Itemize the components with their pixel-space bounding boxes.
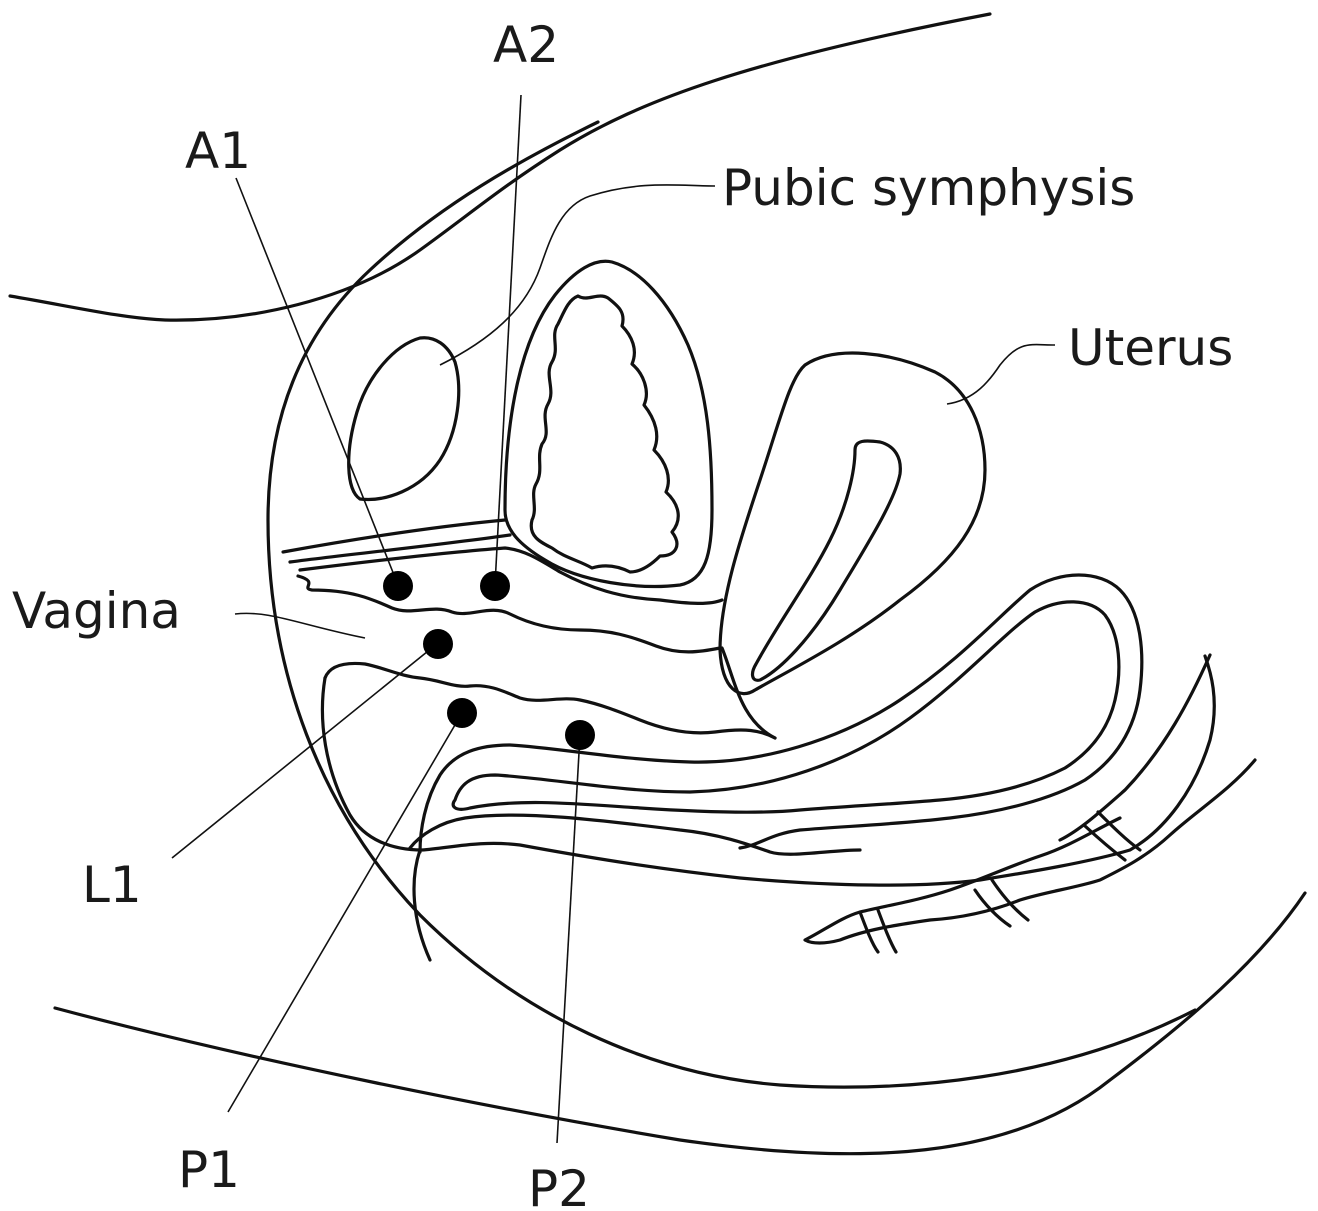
leader-l1 — [172, 643, 438, 858]
leader-vagina — [235, 613, 365, 638]
label-vagina: Vagina — [12, 582, 181, 640]
point-p2 — [565, 720, 595, 750]
sigmoid-colon-inner — [453, 602, 1119, 812]
urethra-upper — [283, 520, 505, 552]
label-l1: L1 — [82, 856, 142, 914]
label-a1: A1 — [185, 122, 251, 180]
label-a2: A2 — [493, 16, 559, 74]
label-pubic-symphysis: Pubic symphysis — [722, 159, 1135, 217]
leader-p1 — [228, 713, 462, 1112]
bladder-lumen — [531, 296, 678, 572]
label-uterus: Uterus — [1068, 319, 1233, 377]
posterior-vaginal-wall — [325, 663, 775, 738]
point-a2 — [480, 571, 510, 601]
leader-a1 — [236, 178, 398, 585]
coccyx-segment-1b — [878, 910, 896, 952]
rectal-lumen-lower — [410, 815, 860, 854]
pubic-symphysis-shape — [349, 338, 459, 500]
uterine-cavity — [753, 441, 901, 680]
posterior-body-contour — [55, 893, 1305, 1154]
point-l1 — [423, 629, 453, 659]
sacrum-upper-contour — [1060, 655, 1210, 840]
perineal-body-line — [414, 850, 430, 960]
label-p1: P1 — [178, 1141, 240, 1199]
label-p2: P2 — [528, 1160, 590, 1211]
point-a1 — [383, 571, 413, 601]
uterus-body — [720, 353, 985, 694]
sacrum-lower-contour — [805, 760, 1255, 943]
point-p1 — [447, 698, 477, 728]
leader-p2 — [557, 735, 580, 1143]
leader-pubic-symphysis — [440, 185, 715, 365]
